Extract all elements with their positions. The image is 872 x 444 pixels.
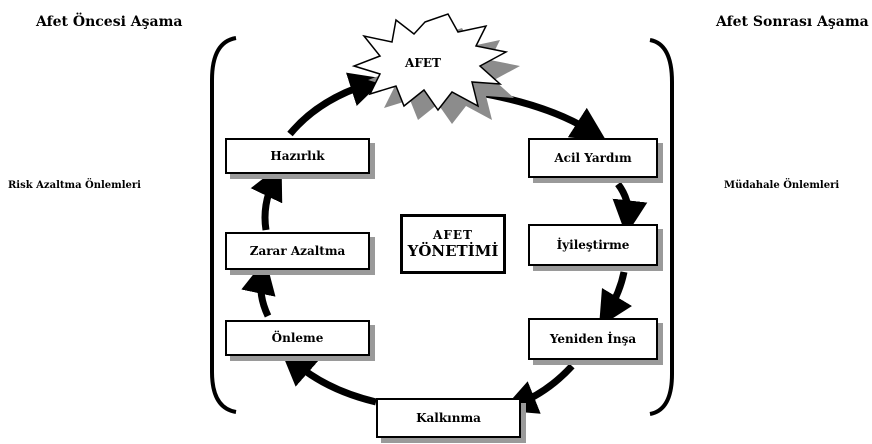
arrow-acil-yardim-to-iyilestirme [612, 181, 648, 236]
response-label: Müdahale Önlemleri [724, 180, 840, 191]
arrow-iyilestirme-to-yeniden-insa [598, 271, 633, 328]
right-bracket [649, 38, 674, 416]
afet-burst-label: AFET [405, 56, 441, 70]
stage-onleme: Önleme [225, 320, 370, 356]
center-line-1: AFET [433, 228, 473, 242]
arrow-onleme-to-zarar-azaltma [241, 258, 276, 318]
left-bracket [210, 36, 237, 414]
arrow-afet-to-acil-yardim [474, 88, 607, 142]
arrow-hazirlik-to-afet [287, 72, 385, 137]
risk-reduction-label: Risk Azaltma Önlemleri [8, 180, 141, 191]
afet-yonetimi-box: AFET YÖNETİMİ [400, 214, 506, 274]
pre-phase-heading: Afet Öncesi Aşama [36, 14, 183, 30]
stage-kalkinma: Kalkınma [376, 398, 521, 438]
stage-yeniden-insa: Yeniden İnşa [528, 318, 658, 360]
stage-hazirlik: Hazırlık [225, 138, 370, 174]
afet-burst [351, 13, 509, 112]
stage-acil-yardim: Acil Yardım [528, 138, 658, 178]
arrow-kalkinma-to-onleme [280, 350, 377, 406]
arrow-zarar-azaltma-to-hazirlik [250, 164, 283, 231]
arrow-yeniden-insa-to-kalkinma [501, 363, 575, 414]
stage-zarar-azaltma: Zarar Azaltma [225, 232, 370, 270]
stage-iyilestirme: İyileştirme [528, 224, 658, 266]
center-line-2: YÖNETİMİ [407, 242, 499, 260]
post-phase-heading: Afet Sonrası Aşama [716, 14, 869, 30]
